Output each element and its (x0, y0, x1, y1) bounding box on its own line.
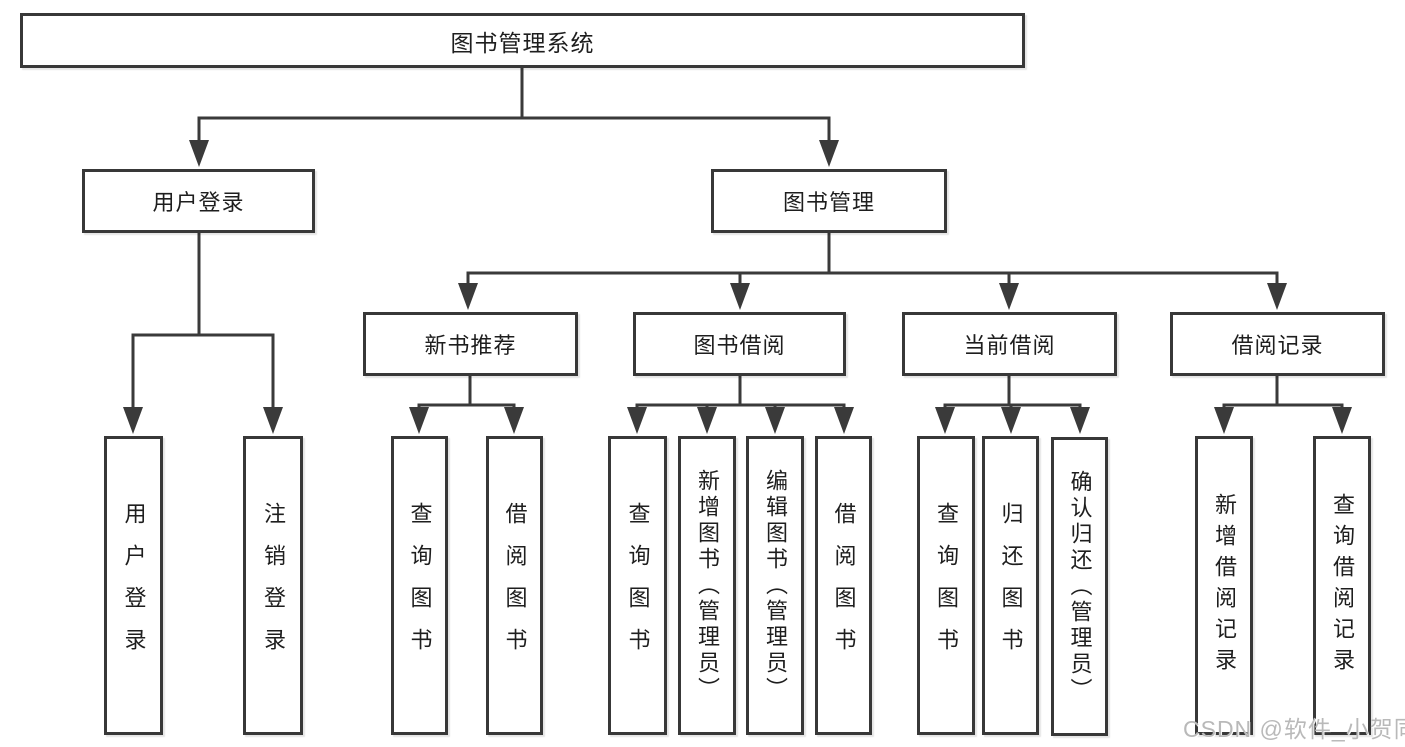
leaf-borrow-books-1: 借阅图书 (486, 436, 543, 735)
leaf-return-books: 归还图书 (982, 436, 1039, 735)
node-borrowing-records-label: 借阅记录 (1231, 333, 1324, 358)
leaf-user-login-label: 用户登录 (121, 501, 147, 670)
watermark: CSDN @软件_小贺同学 (1183, 716, 1405, 742)
node-current-borrowing-label: 当前借阅 (963, 333, 1056, 358)
leaf-query-books-1: 查询图书 (391, 436, 448, 735)
leaf-edit-book-admin-label: 编辑图书（管理员） (763, 468, 788, 703)
leaf-query-books-1-label: 查询图书 (407, 501, 433, 670)
node-new-book-recommendation-label: 新书推荐 (424, 333, 517, 358)
leaf-query-borrow-record: 查询借阅记录 (1313, 436, 1371, 735)
node-book-borrowing-label: 图书借阅 (693, 333, 786, 358)
node-current-borrowing: 当前借阅 (902, 312, 1117, 376)
leaf-confirm-return-admin-label: 确认归还（管理员） (1067, 469, 1093, 704)
node-library-system-label: 图书管理系统 (450, 29, 595, 56)
node-new-book-recommendation: 新书推荐 (363, 312, 578, 376)
leaf-confirm-return-admin: 确认归还（管理员） (1051, 437, 1108, 736)
leaf-add-borrow-record: 新增借阅记录 (1195, 436, 1253, 735)
leaf-borrow-books-2-label: 借阅图书 (831, 501, 857, 670)
leaf-add-borrow-record-label: 新增借阅记录 (1212, 492, 1237, 679)
arrow-head-icons (123, 140, 1352, 434)
leaf-return-books-label: 归还图书 (998, 501, 1024, 670)
leaf-query-books-2: 查询图书 (608, 436, 667, 735)
leaf-borrow-books-2: 借阅图书 (815, 436, 872, 735)
leaf-add-book-admin: 新增图书（管理员） (678, 436, 736, 735)
leaf-query-books-3: 查询图书 (917, 436, 975, 735)
leaf-edit-book-admin: 编辑图书（管理员） (746, 436, 804, 735)
leaf-query-borrow-record-label: 查询借阅记录 (1330, 492, 1355, 679)
node-book-management-branch-label: 图书管理 (782, 190, 875, 215)
leaf-logout-label: 注销登录 (261, 501, 286, 670)
leaf-borrow-books-1-label: 借阅图书 (502, 501, 528, 670)
node-user-login-branch: 用户登录 (82, 169, 315, 233)
leaf-logout: 注销登录 (243, 436, 303, 735)
leaf-user-login: 用户登录 (104, 436, 163, 735)
node-book-borrowing: 图书借阅 (633, 312, 846, 376)
leaf-add-book-admin-label: 新增图书（管理员） (695, 468, 720, 703)
leaf-query-books-2-label: 查询图书 (625, 501, 651, 670)
node-borrowing-records: 借阅记录 (1170, 312, 1385, 376)
node-book-management-branch: 图书管理 (711, 169, 947, 233)
node-user-login-branch-label: 用户登录 (152, 190, 245, 215)
node-library-system: 图书管理系统 (20, 13, 1025, 68)
leaf-query-books-3-label: 查询图书 (934, 501, 959, 670)
